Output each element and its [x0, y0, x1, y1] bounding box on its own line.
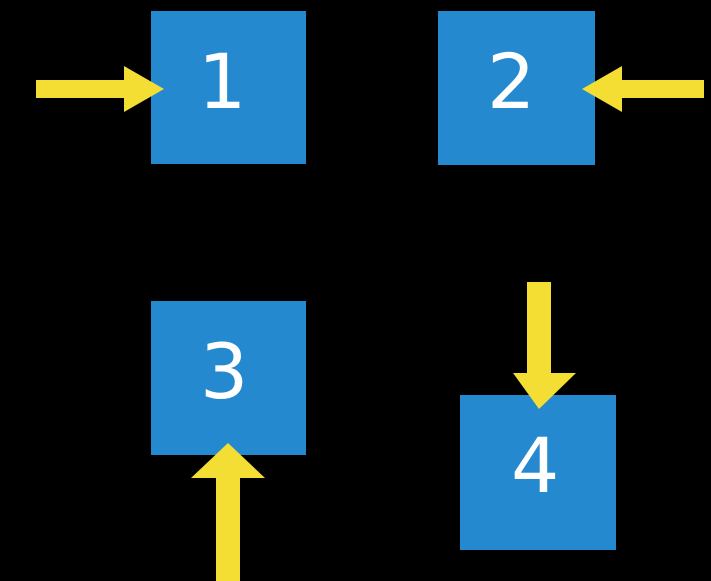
- box-node-1[interactable]: [151, 11, 306, 164]
- arrow-up-icon: [191, 443, 265, 581]
- box-label-4: 4: [511, 421, 560, 510]
- box-node-2[interactable]: [438, 11, 595, 165]
- box-label-2: 2: [487, 37, 536, 126]
- arrow-down-into-box-4: [513, 282, 587, 409]
- arrow-left-into-box-2: [582, 66, 704, 112]
- arrow-right-icon: [36, 66, 164, 112]
- box-node-4[interactable]: [460, 395, 616, 550]
- arrow-up-into-box-3: [191, 443, 265, 581]
- box-label-3: 3: [200, 327, 249, 416]
- arrow-down-icon: [513, 282, 576, 409]
- box-label-1: 1: [198, 37, 247, 126]
- box-node-3[interactable]: [151, 301, 306, 455]
- arrow-right-into-box-1: [36, 66, 164, 112]
- arrow-left-icon: [582, 66, 704, 112]
